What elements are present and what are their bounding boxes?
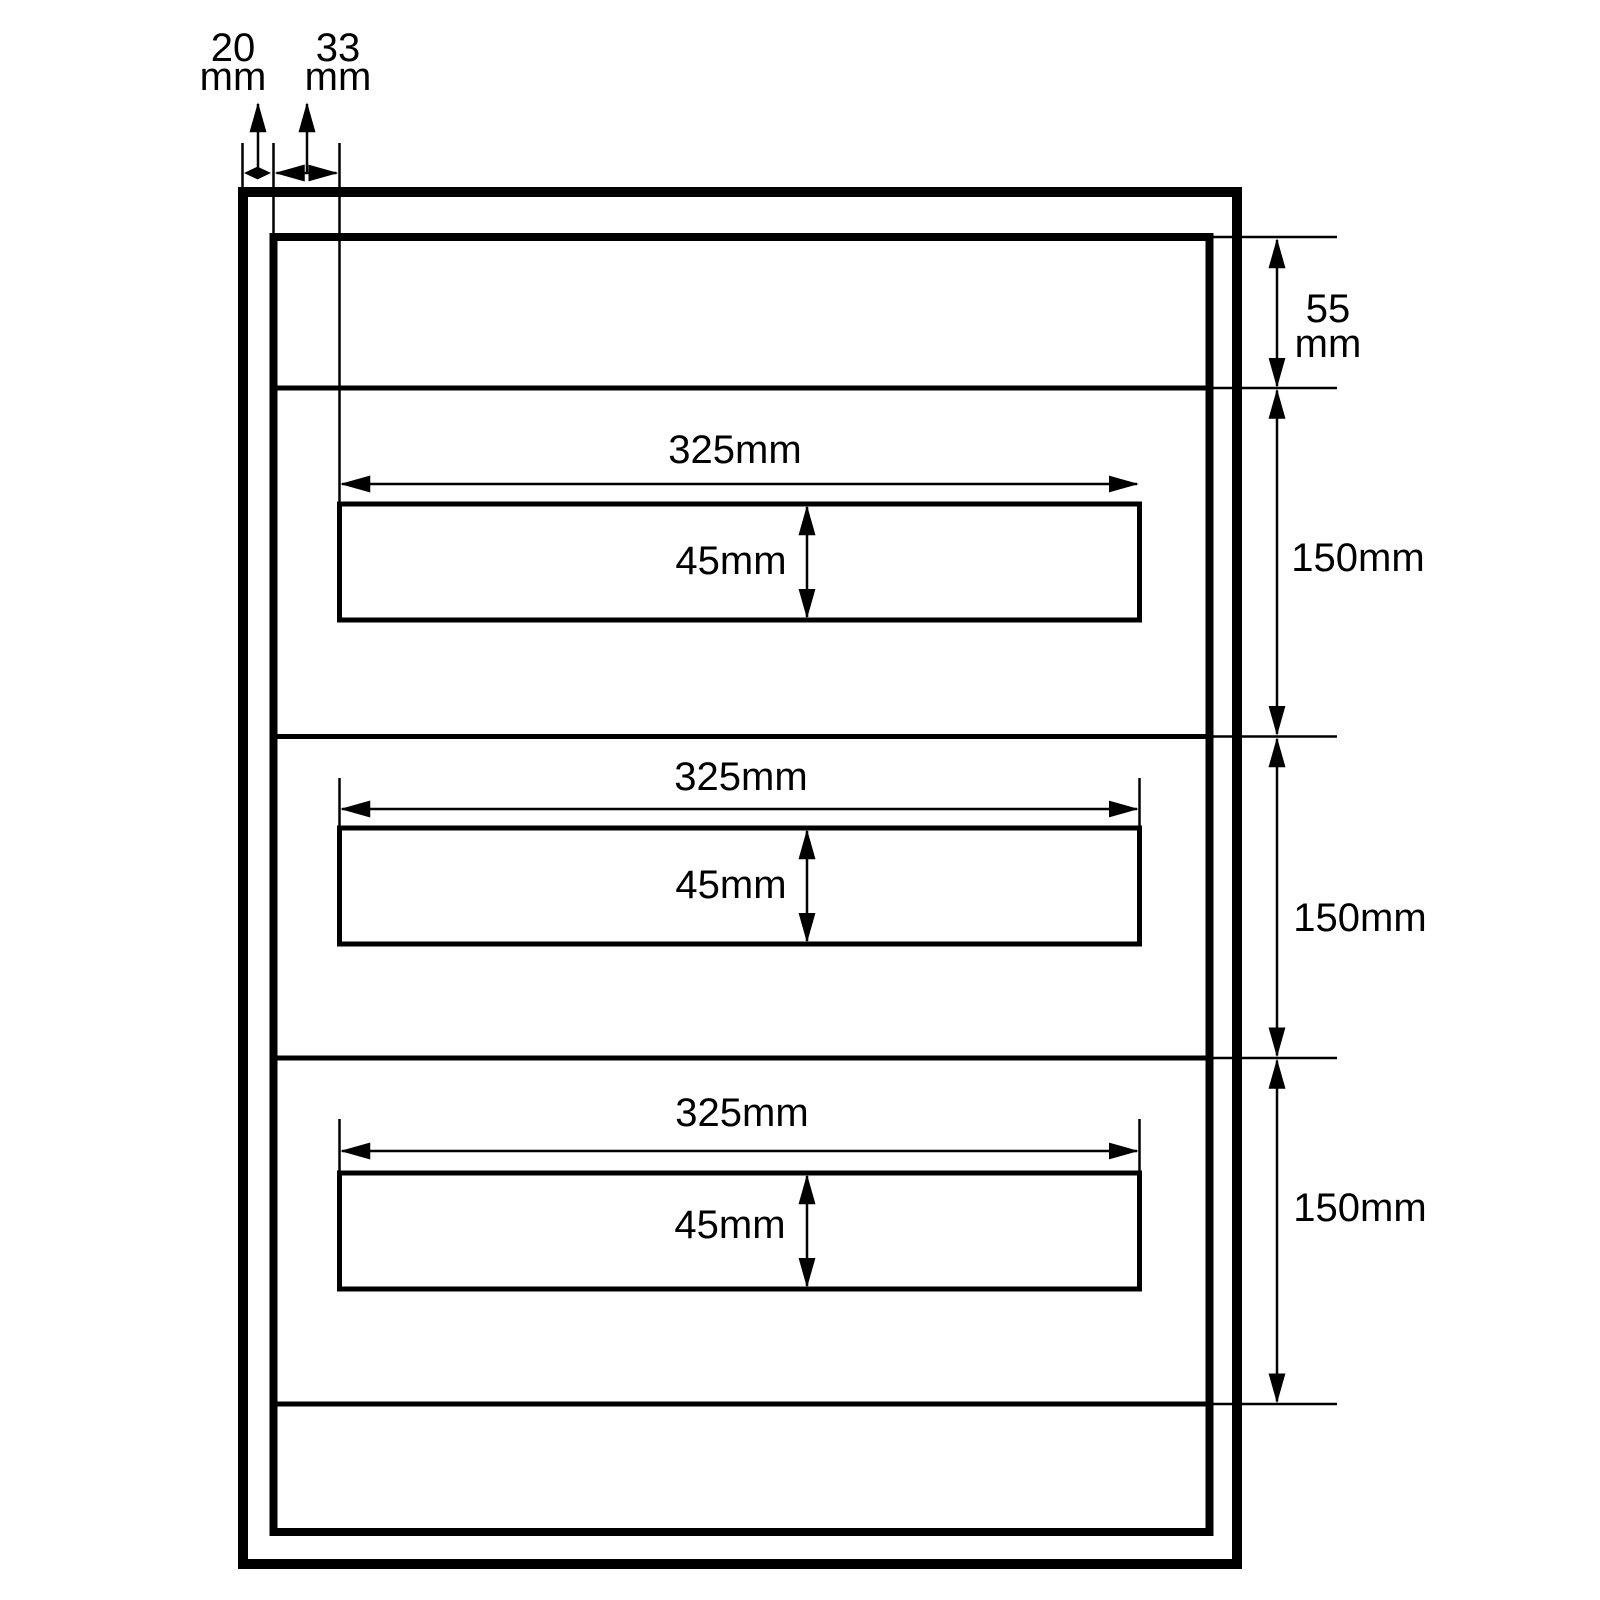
top-dimensions: 20 mm 33 mm [200,26,372,503]
slot-dimensions-2: 325mm 45mm [338,755,1141,943]
sheet [238,187,1337,1569]
label-slot-rect-3 [337,1170,1142,1292]
dim-150-label-1: 150mm [1291,536,1424,580]
dim-150-label-2: 150mm [1293,896,1426,940]
dim-33-value: 33 [316,26,361,70]
dim-20-arrowhead-left-icon [244,166,258,180]
label-slot-rect-1 [337,501,1142,623]
dim-45-label-1: 45mm [675,539,786,583]
slot-dimensions-3: 325mm 45mm [338,1091,1141,1288]
dim-20-unit: mm [200,55,267,99]
right-dimensions: 55 mm 150mm 150mm 150mm [1268,238,1427,1404]
dim-150-label-3: 150mm [1293,1186,1426,1230]
outer-sheet-rect [238,187,1242,1569]
dim-55-unit: mm [1295,322,1362,366]
dim-55-value: 55 [1306,287,1351,331]
dim-45-label-2: 45mm [675,863,786,907]
dim-45-label-3: 45mm [674,1203,785,1247]
dim-325-label-2: 325mm [674,755,807,799]
label-slots [337,501,1142,1292]
dim-20-value: 20 [211,26,256,70]
dim-33-unit: mm [305,55,372,99]
slot-dimensions-1: 325mm 45mm [340,428,1139,619]
label-slot-rect-2 [337,825,1142,947]
inner-margin-rect [269,233,1214,1536]
dim-325-label-1: 325mm [668,428,801,472]
dim-20-arrowhead-right-icon [257,166,271,180]
dim-325-label-3: 325mm [675,1091,808,1135]
